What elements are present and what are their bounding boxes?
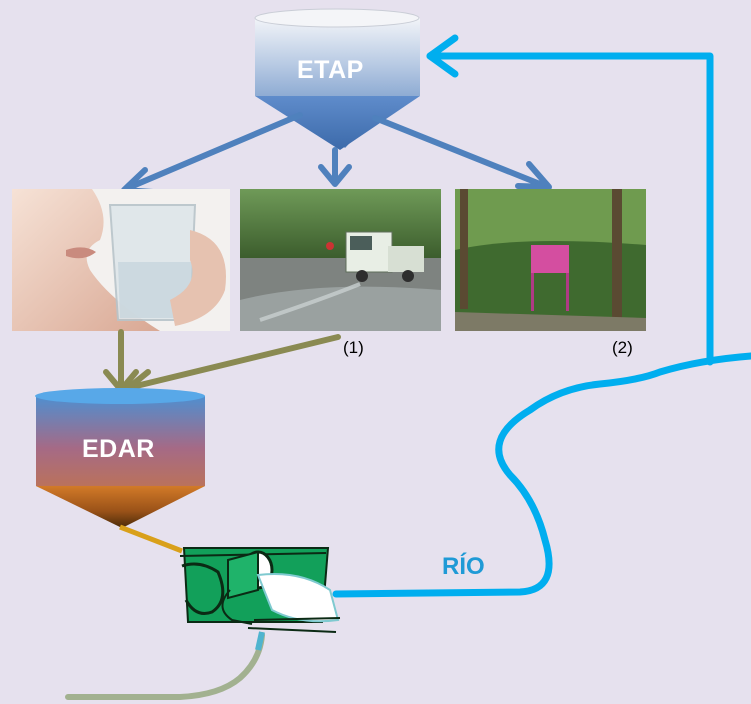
- arrow-street-to-edar: [125, 334, 341, 391]
- river-arrow-head: [426, 34, 459, 78]
- river-to-etap-line: [426, 52, 714, 366]
- arrow-head-street: [318, 164, 352, 187]
- etap-tank: [254, 8, 420, 150]
- park-irrigation-photo: [455, 189, 646, 331]
- etap-label: ETAP: [297, 56, 364, 84]
- river-outflow-line: [65, 632, 265, 700]
- arrow-to-park: [372, 115, 548, 189]
- edar-tank: [35, 388, 205, 528]
- street-cleaning-photo: [240, 189, 441, 331]
- river-line: [332, 352, 751, 598]
- arrow-head-park: [515, 161, 552, 190]
- supply-arrows: [121, 112, 552, 195]
- arrow-to-drinking: [125, 112, 303, 191]
- river-label: RÍO: [442, 553, 485, 580]
- river-outflow-start: [255, 631, 265, 651]
- wastewater-arrows: [103, 329, 341, 397]
- edar-label: EDAR: [82, 435, 155, 463]
- caption-street-cleaning: (1): [343, 338, 364, 357]
- discharge-pipe-icon: [179, 547, 341, 633]
- caption-park: (2): [612, 338, 633, 357]
- outfall-line: [119, 524, 183, 554]
- drinking-water-photo: [12, 189, 230, 331]
